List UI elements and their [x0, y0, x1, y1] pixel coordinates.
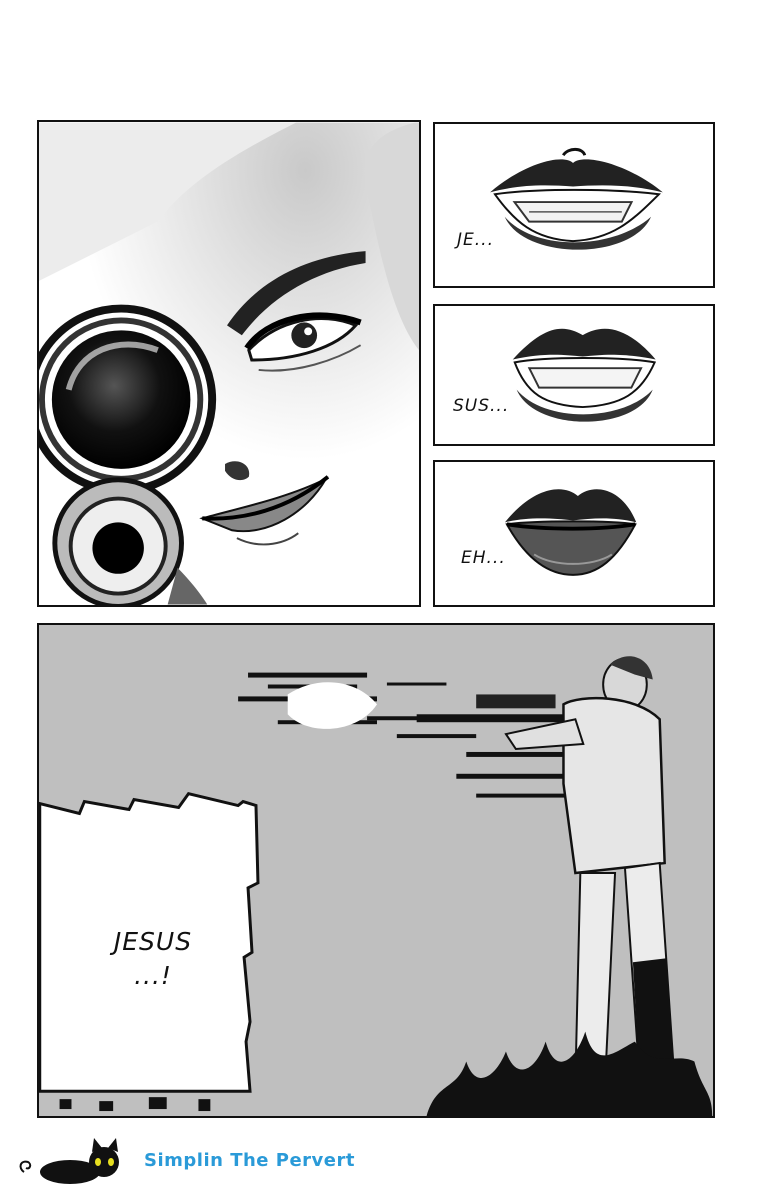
speech-jesus: JESUS ...! — [83, 925, 223, 993]
panel-lips-eh: EH... — [433, 460, 715, 607]
caption-je: JE... — [457, 230, 494, 250]
speech-line-1: JESUS — [113, 927, 193, 956]
lips-art-open — [490, 147, 663, 250]
panel-shooter: JESUS ...! — [37, 623, 715, 1118]
panel-scope-face — [37, 120, 421, 607]
lips-art-closed — [504, 489, 637, 576]
panel-lips-je: JE... — [433, 122, 715, 288]
shooter-art — [39, 625, 713, 1116]
panel-lips-sus: SUS... — [433, 304, 715, 446]
scope-face-art — [39, 122, 419, 605]
caption-eh: EH... — [461, 548, 506, 568]
caption-sus: SUS... — [453, 396, 510, 416]
black-cat-icon — [19, 1138, 119, 1184]
lips-art-wide — [512, 328, 657, 422]
scanlator-credit: Simplin The Pervert — [144, 1150, 355, 1171]
speech-line-2: ...! — [134, 961, 172, 990]
